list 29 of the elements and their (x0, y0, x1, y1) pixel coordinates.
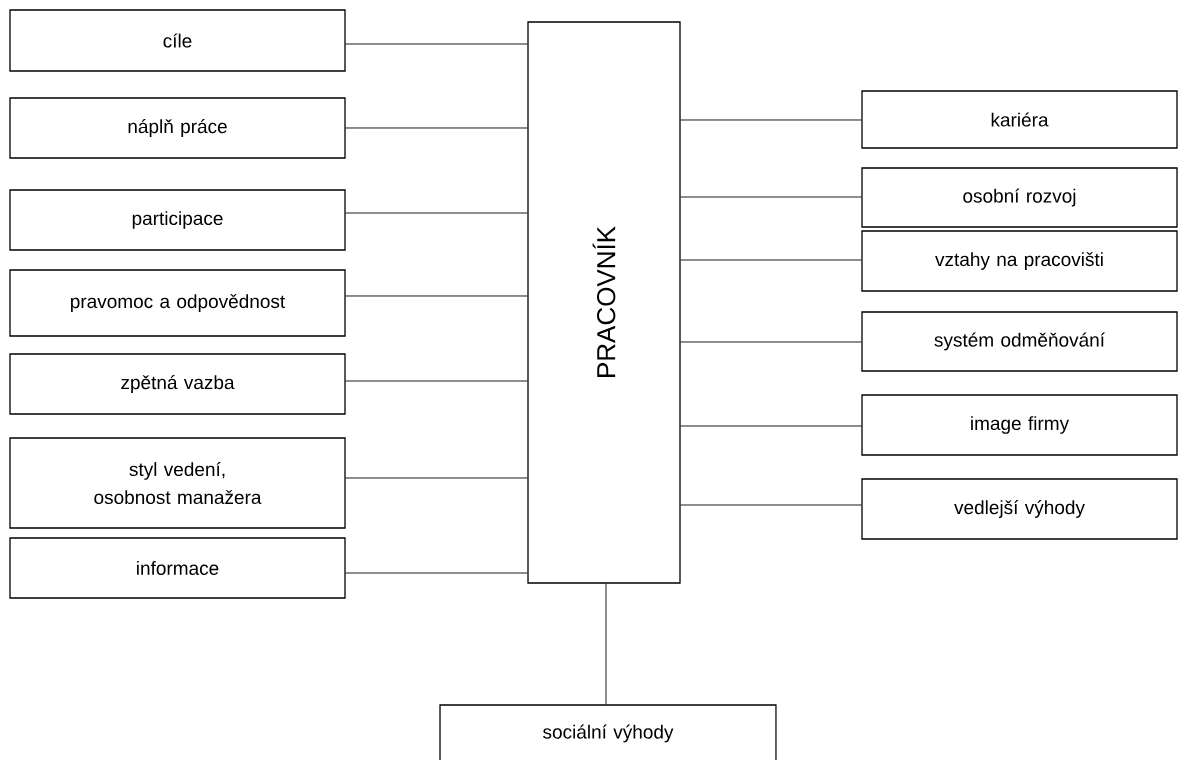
connector-line (680, 504, 862, 506)
factor-box: zpětná vazba (9, 353, 346, 415)
connector-line (605, 583, 607, 705)
connector-line (345, 295, 528, 297)
connector-line (680, 425, 862, 427)
connector-line (345, 43, 528, 45)
connector-line (345, 572, 528, 574)
connector-line (680, 259, 862, 261)
connector-line (345, 477, 528, 479)
factor-box: systém odměňování (861, 311, 1178, 372)
factor-box: náplň práce (9, 97, 346, 159)
factor-box: osobní rozvoj (861, 167, 1178, 228)
main-box: PRACOVNÍK (527, 21, 681, 584)
factor-box: vedlejší výhody (861, 478, 1178, 540)
factor-box: image firmy (861, 394, 1178, 456)
factor-box: sociální výhody (439, 704, 777, 760)
factor-box: styl vedení, osobnost manažera (9, 437, 346, 529)
connector-line (680, 341, 862, 343)
factor-box: participace (9, 189, 346, 251)
connector-line (345, 380, 528, 382)
factor-box: cíle (9, 9, 346, 72)
connector-line (345, 212, 528, 214)
connector-line (680, 196, 862, 198)
connector-line (345, 127, 528, 129)
factor-box: vztahy na pracovišti (861, 230, 1178, 292)
factor-box: pravomoc a odpovědnost (9, 269, 346, 337)
connector-line (680, 119, 862, 121)
factor-box: informace (9, 537, 346, 599)
factor-box: kariéra (861, 90, 1178, 149)
